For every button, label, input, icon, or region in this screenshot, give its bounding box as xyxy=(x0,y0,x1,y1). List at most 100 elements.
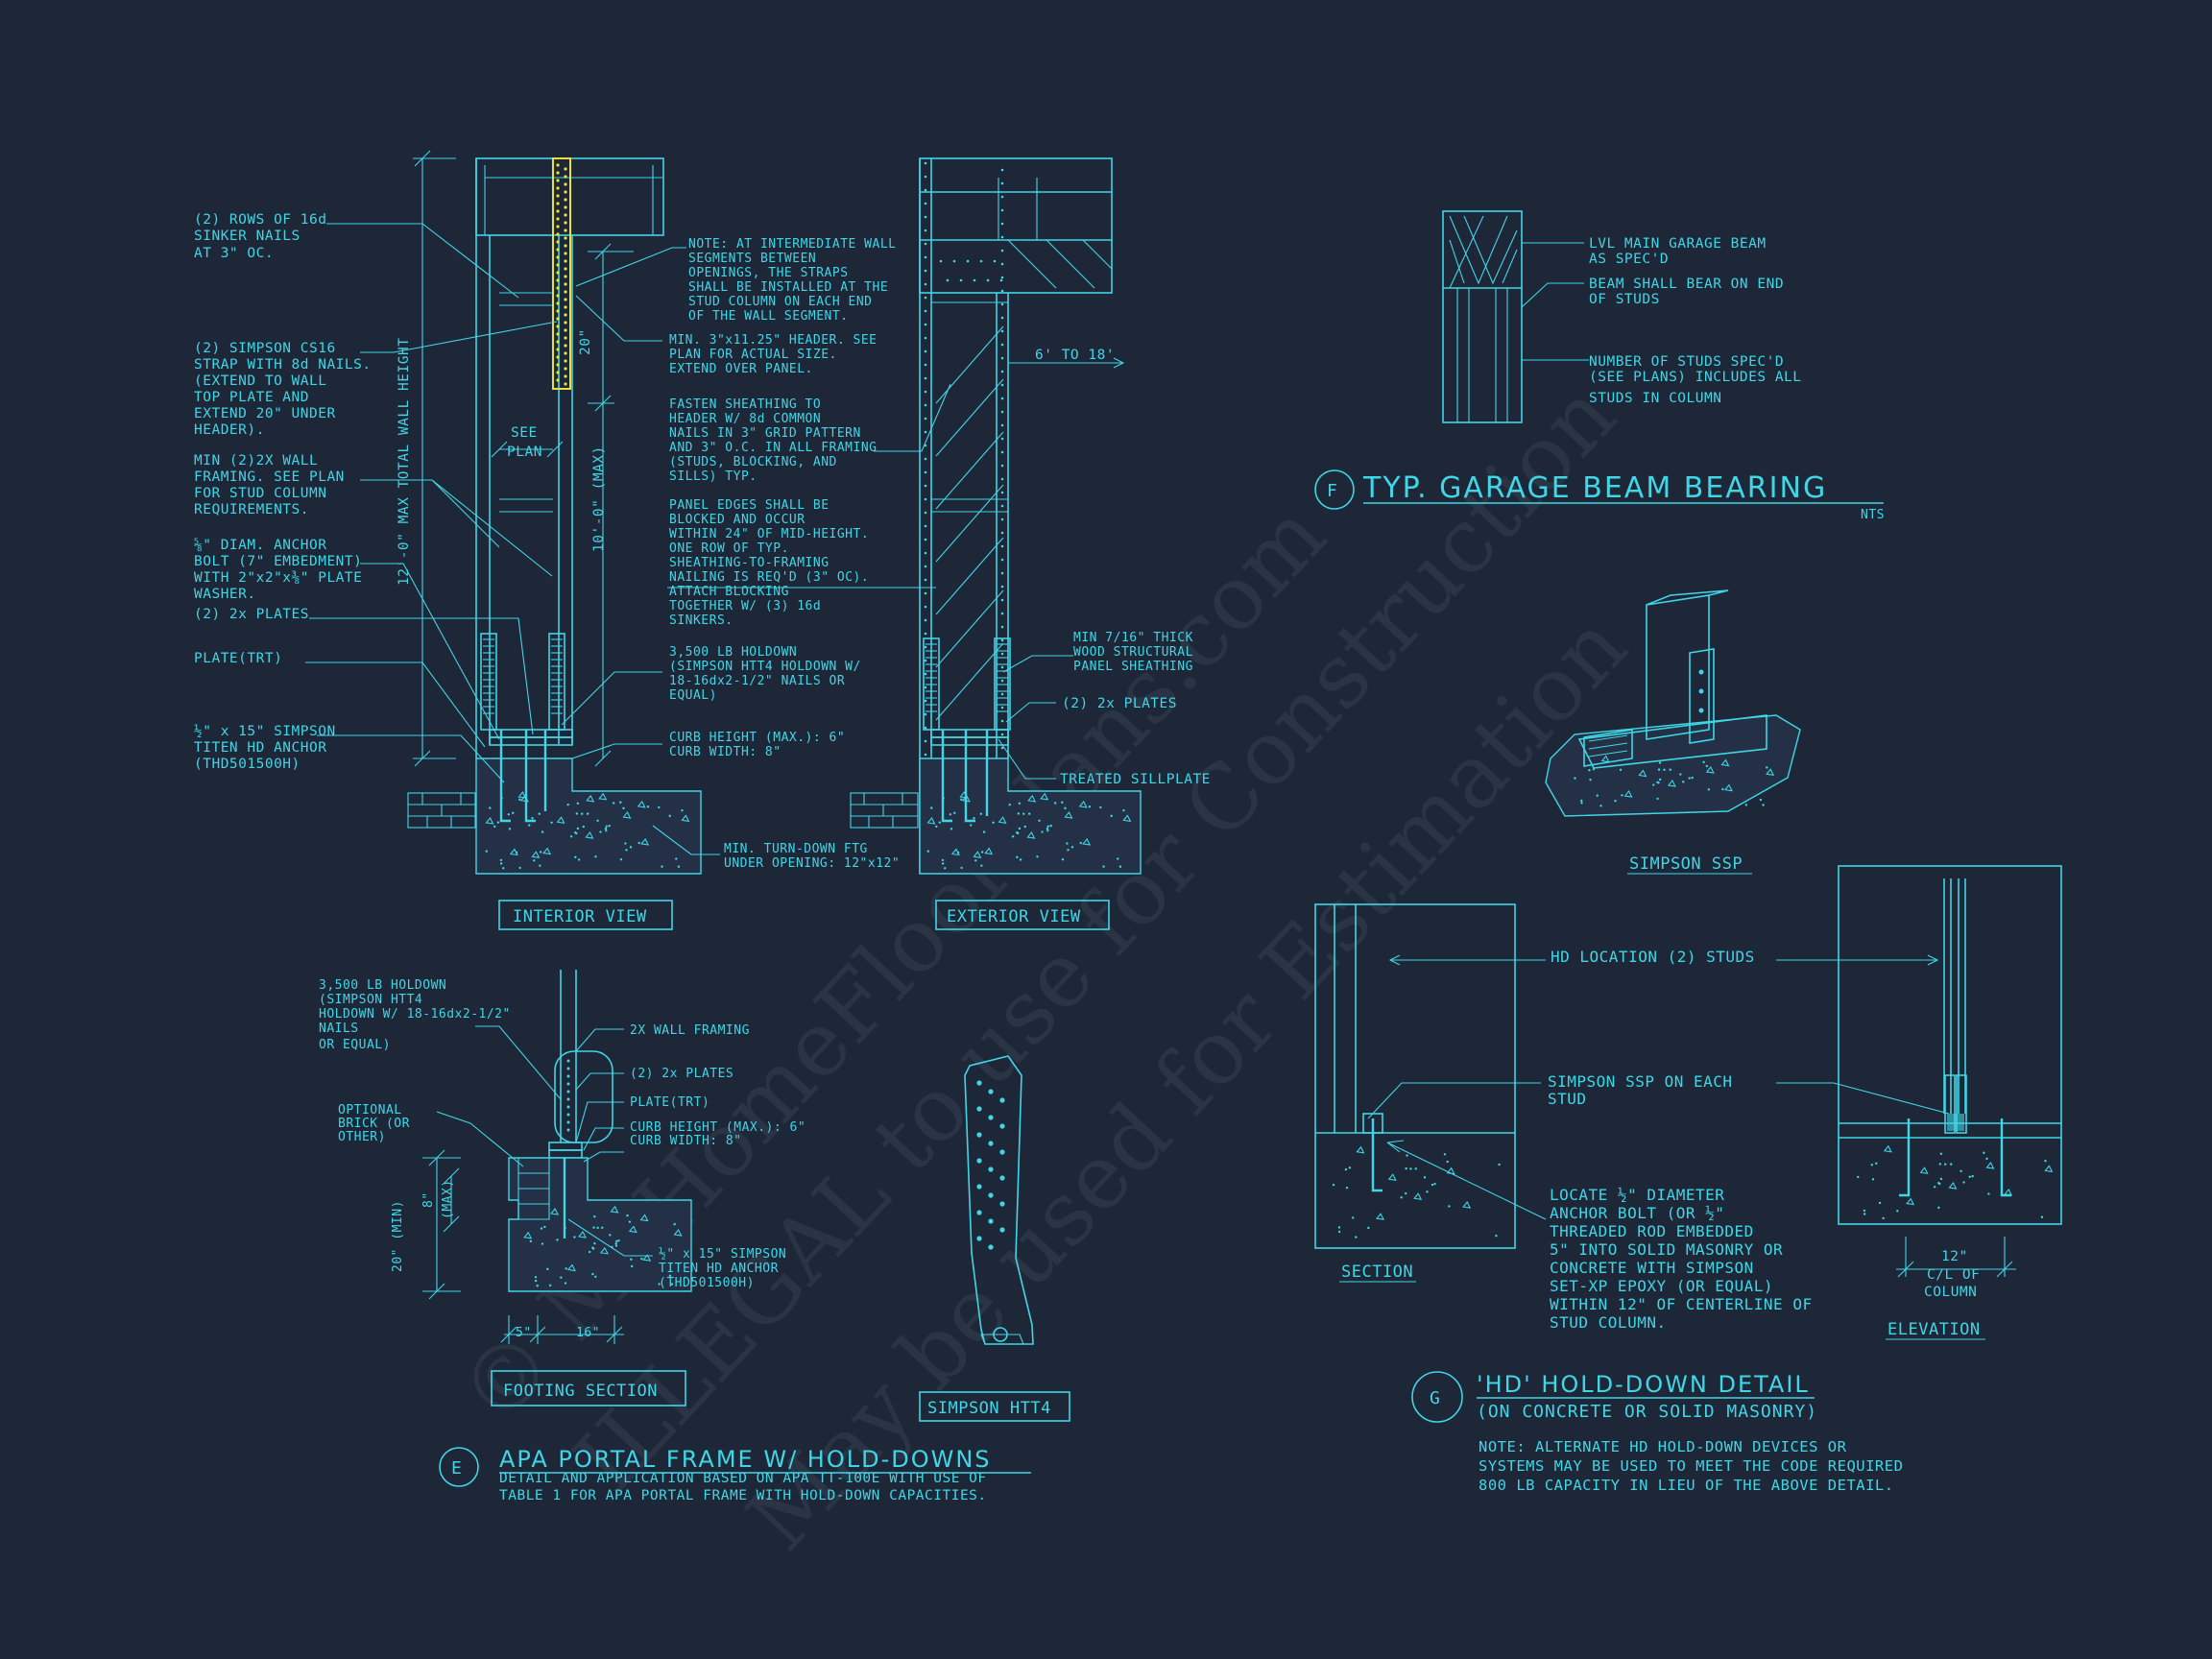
footing-dim: 8" xyxy=(421,1191,436,1208)
note-line: EXTEND OVER PANEL. xyxy=(669,362,813,376)
detail-g-note-2: SYSTEMS MAY BE USED TO MEET THE CODE REQ… xyxy=(1479,1457,1903,1475)
note-line: TITEN HD ANCHOR xyxy=(659,1262,779,1276)
footing-section: FOOTING SECTION xyxy=(422,970,692,1407)
note-line: (EXTEND TO WALL xyxy=(194,373,326,389)
footing-dim: 16" xyxy=(576,1326,600,1340)
twenty-inch-dim: 20" xyxy=(578,328,593,355)
exterior-view-label-box xyxy=(935,900,1110,930)
note-line: NOTE: AT INTERMEDIATE WALL xyxy=(688,237,897,252)
exterior-view-label: EXTERIOR VIEW xyxy=(947,907,1081,926)
locate-note: WITHIN 12" OF CENTERLINE OF xyxy=(1550,1295,1813,1313)
detail-g-marker-circle xyxy=(1411,1371,1463,1423)
simpson-htt4-device: SIMPSON HTT4 xyxy=(919,1055,1070,1422)
note-line: 3,500 LB HOLDOWN xyxy=(319,978,446,993)
detail-e-marker: E xyxy=(451,1458,463,1479)
g-elevation-box xyxy=(1838,865,2062,1225)
cl-column-1: C/L OF xyxy=(1927,1267,1980,1283)
detail-g-note-3: 800 LB CAPACITY IN LIEU OF THE ABOVE DET… xyxy=(1479,1477,1894,1494)
exterior-brick xyxy=(850,792,919,829)
total-wall-height-dim: 12'-0" MAX TOTAL WALL HEIGHT xyxy=(397,338,412,586)
note-line: REQUIREMENTS. xyxy=(194,502,309,517)
note-line: BOLT (7" EMBEDMENT) xyxy=(194,554,362,569)
interior-holdowns xyxy=(480,633,565,731)
footing-section-label-box xyxy=(491,1370,686,1407)
note-line: (STUDS, BLOCKING, AND xyxy=(669,455,837,469)
ssp-note: SIMPSON SSP ON EACH xyxy=(1548,1072,1733,1091)
g-elevation-stipple xyxy=(1857,1144,2054,1220)
g-elevation-label: ELEVATION xyxy=(1887,1320,1981,1339)
note-line: OF STUDS xyxy=(1589,292,1660,307)
exterior-leaders xyxy=(998,655,1073,780)
simpson-htt4-label-box xyxy=(919,1391,1070,1422)
locate-note: 5" INTO SOLID MASONRY OR xyxy=(1550,1240,1783,1259)
note-line: BLOCKED AND OCCUR xyxy=(669,513,805,527)
footing-dim: 5" xyxy=(516,1326,532,1340)
note-line: PANEL EDGES SHALL BE xyxy=(669,498,830,513)
note-line: OPTIONAL xyxy=(338,1103,402,1118)
simpson-htt4-label: SIMPSON HTT4 xyxy=(927,1399,1051,1418)
footing-dim: (MAX) xyxy=(441,1179,455,1219)
note-line: FASTEN SHEATHING TO xyxy=(669,397,821,412)
span-dim: 6' TO 18' xyxy=(1035,348,1115,363)
note-line: MIN (2)2X WALL xyxy=(194,453,318,469)
note-line: LVL MAIN GARAGE BEAM xyxy=(1589,236,1767,252)
note-line: NUMBER OF STUDS SPEC'D xyxy=(1589,354,1784,370)
note-line: (THD501500H) xyxy=(194,757,301,772)
note-line: PLATE(TRT) xyxy=(194,651,282,666)
note-line: MIN 7/16" THICK xyxy=(1073,631,1193,645)
note-line: UNDER OPENING: 12"x12" xyxy=(724,856,900,871)
mid-leaders xyxy=(561,247,951,855)
note-line: (SIMPSON HTT4 HOLDOWN W/ xyxy=(669,660,861,674)
note-line: CURB HEIGHT (MAX.): 6" xyxy=(630,1120,805,1135)
note-line: 18-16dx2-1/2" NAILS OR xyxy=(669,674,845,688)
sheathing-nails xyxy=(924,161,1004,763)
sheathing-hatch xyxy=(935,325,1004,721)
hd-hold-down-detail: SECTION 12" C/L OF COLUMN ELEVATION HD L… xyxy=(1314,865,2062,1494)
footing-holdown xyxy=(554,1050,613,1143)
detail-g-note-1: NOTE: ALTERNATE HD HOLD-DOWN DEVICES OR xyxy=(1479,1438,1847,1455)
note-line: SHEATHING-TO-FRAMING xyxy=(669,556,830,570)
note-line: EXTEND 20" UNDER xyxy=(194,406,336,421)
note-line: MIN. TURN-DOWN FTG xyxy=(724,842,868,856)
note-line: (2) SIMPSON CS16 xyxy=(194,341,336,356)
beam-stud-column xyxy=(1442,210,1523,423)
watermark-line-1: © MyHomeFloorPlans.com xyxy=(440,484,1346,1445)
detail-f-marker: F xyxy=(1327,481,1338,501)
twelve-inch-dim: 12" xyxy=(1941,1249,1968,1264)
interior-view-label-box xyxy=(498,900,673,930)
simpson-ssp-label: SIMPSON SSP xyxy=(1629,854,1743,874)
simpson-ssp-iso: SIMPSON SSP xyxy=(1545,589,1801,875)
exterior-footing xyxy=(919,757,1142,875)
note-line: TOGETHER W/ (3) 16d xyxy=(669,599,821,613)
note-line: ⅝" DIAM. ANCHOR xyxy=(194,538,326,553)
ten-max-dim: 10'-0" (MAX) xyxy=(591,445,607,552)
note-line: WITHIN 24" OF MID-HEIGHT. xyxy=(669,527,869,541)
see-label: SEE xyxy=(511,425,538,441)
note-line: (2) 2x PLATES xyxy=(1062,696,1177,711)
watermark-line-3: May be used for Estimation xyxy=(728,595,1647,1570)
note-line: PANEL SHEATHING xyxy=(1073,660,1193,674)
note-line: ½" x 15" SIMPSON xyxy=(659,1247,786,1262)
note-line: TITEN HD ANCHOR xyxy=(194,740,326,756)
note-line: HEADER W/ 8d COMMON xyxy=(669,412,821,426)
note-line: CURB HEIGHT (MAX.): 6" xyxy=(669,731,845,745)
detail-e-title-block: E APA PORTAL FRAME W/ HOLD-DOWNS DETAIL … xyxy=(439,1446,1031,1503)
footing-brick xyxy=(517,1157,550,1220)
g-section-stipple xyxy=(1332,1145,1501,1238)
note-line: MIN. 3"x11.25" HEADER. SEE xyxy=(669,333,878,348)
note-line: WOOD STRUCTURAL xyxy=(1073,645,1193,660)
detail-f-marker-circle xyxy=(1314,469,1355,510)
note-line: ONE ROW OF TYP. xyxy=(669,541,789,556)
note-line: (2) 2x PLATES xyxy=(194,607,309,622)
footing-holdown-nails xyxy=(566,1059,570,1132)
note-line: AT 3" OC. xyxy=(194,246,274,261)
note-line: AND 3" O.C. IN ALL FRAMING xyxy=(669,441,878,455)
note-line: (SEE PLANS) INCLUDES ALL xyxy=(1589,370,1802,385)
